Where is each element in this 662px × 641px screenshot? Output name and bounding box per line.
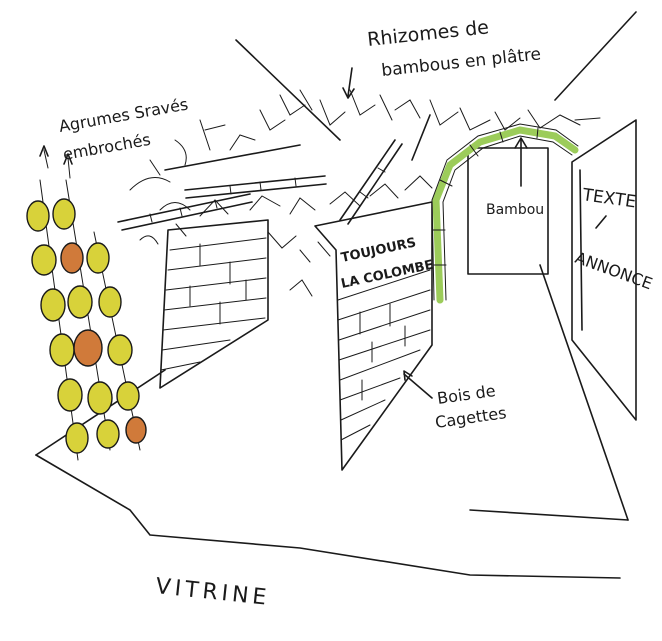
skewer-1	[26, 179, 89, 461]
crate-wall-main	[314, 201, 433, 471]
bamboo-arch	[431, 123, 579, 304]
agrumes-label-line2: embrochés	[61, 130, 152, 164]
vitrine-label: VITRINE	[154, 574, 271, 611]
bambou-label: Bambou	[486, 202, 544, 218]
skewer-3	[86, 231, 147, 451]
bois-label-line1: Bois de	[436, 381, 497, 408]
citrus-skewers	[26, 145, 147, 461]
back-panel	[467, 137, 549, 275]
sign-line1: TOUJOURS	[340, 235, 418, 266]
rhizomes-label-line1: Rhizomes de	[366, 16, 490, 51]
skewer-2	[52, 179, 120, 451]
text-panel	[571, 119, 637, 421]
rhizomes-label-line2: bambous en plâtre	[380, 44, 542, 81]
bois-label-line2: Cagettes	[434, 403, 508, 432]
bamboo-poles	[117, 114, 431, 231]
label-arrows	[342, 67, 433, 399]
annonce-label: ANNONCE	[573, 248, 655, 293]
crate-wall-left	[159, 219, 269, 389]
agrumes-label-line1: Agrumes Sravés	[57, 95, 189, 136]
room-outline	[35, 11, 637, 579]
texte-label: TEXTE	[580, 185, 637, 212]
rhizome-branches	[129, 89, 601, 297]
